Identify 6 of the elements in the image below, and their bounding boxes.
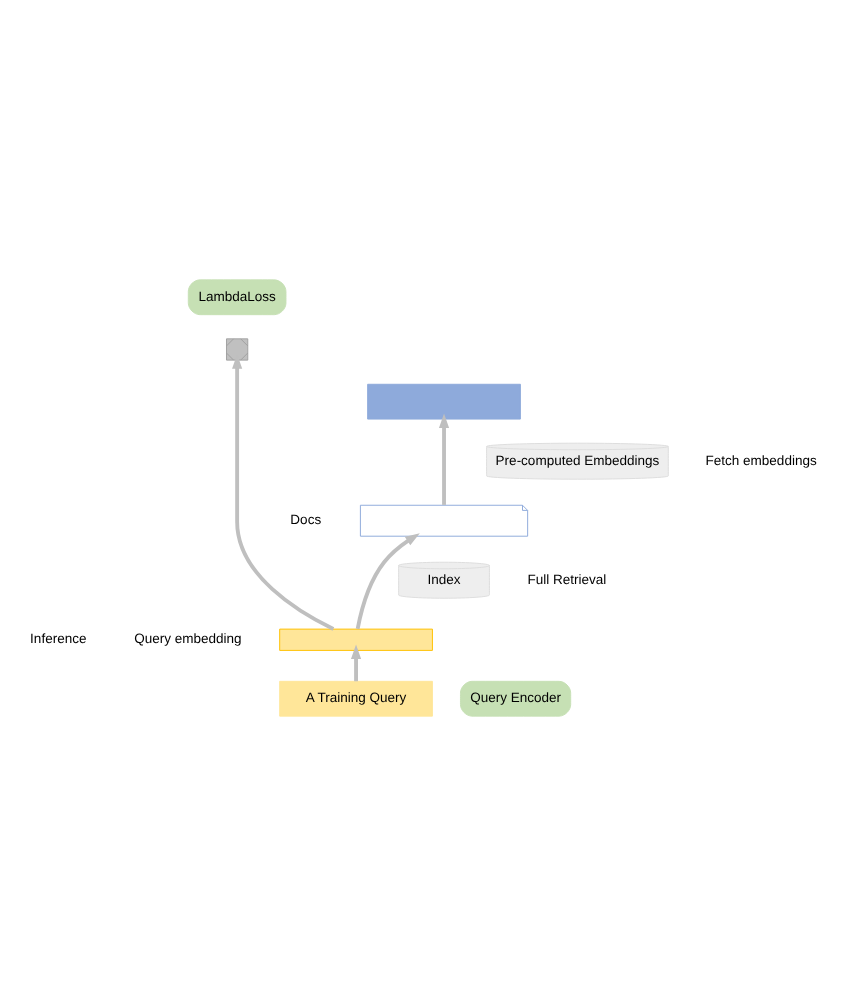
node-box — [279, 628, 433, 651]
arrow — [232, 354, 335, 631]
arrow — [350, 644, 362, 682]
arrow — [355, 533, 420, 630]
node-box — [367, 383, 521, 420]
arrow — [438, 413, 450, 505]
